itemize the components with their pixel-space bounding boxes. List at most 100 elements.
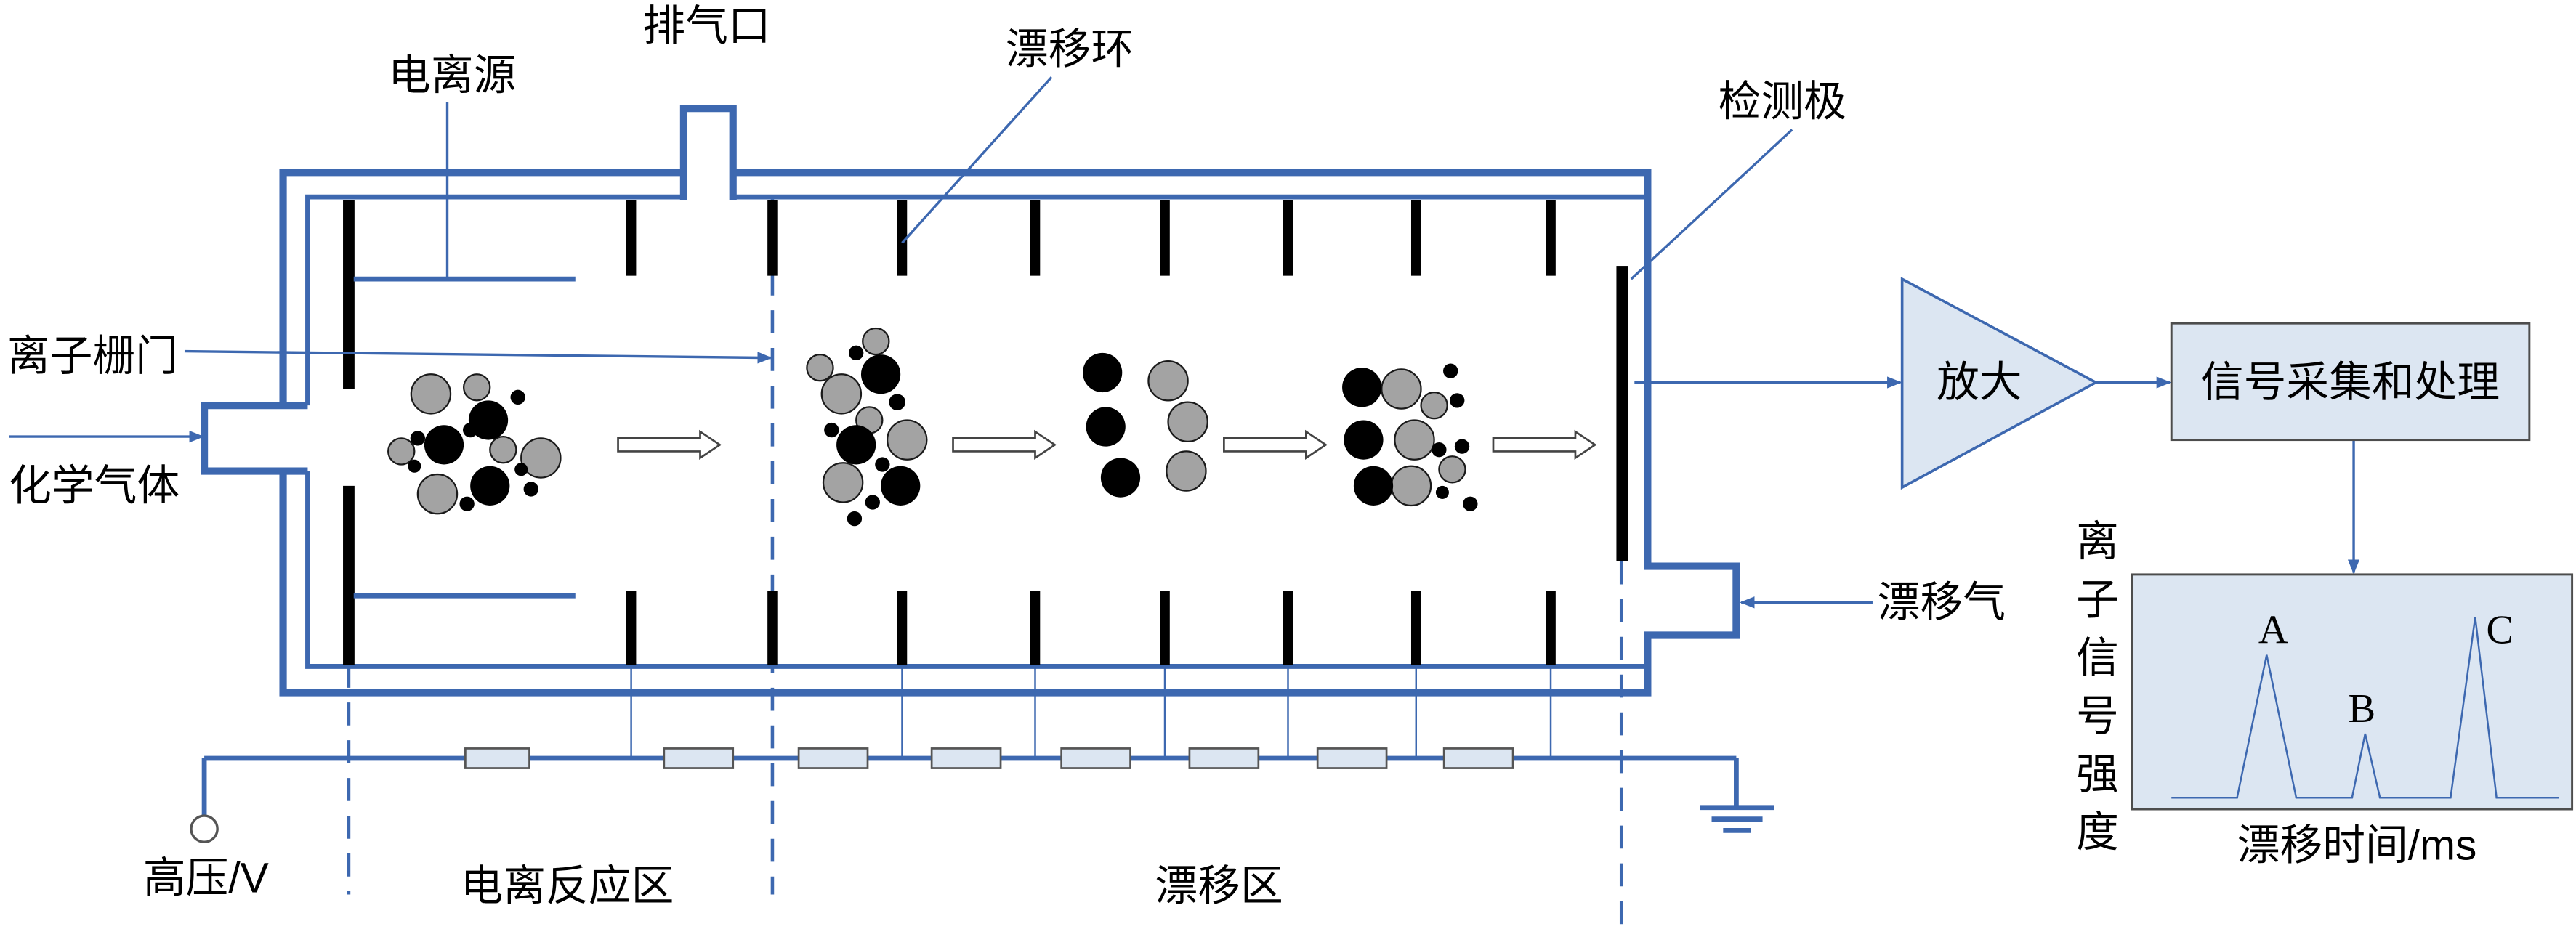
ion-black — [889, 394, 905, 410]
drift-ring-bottom — [626, 591, 637, 665]
peak-label-c: C — [2486, 608, 2514, 653]
drift-ring-bottom — [1030, 591, 1041, 665]
ion-cluster-after-gate — [806, 327, 928, 527]
detector-plate — [1616, 266, 1628, 561]
resistor — [464, 747, 530, 769]
housing-outer-wall — [279, 169, 1740, 697]
ion-black — [1432, 442, 1447, 458]
amplifier-label: 放大 — [1937, 359, 2022, 406]
ion-black — [1443, 363, 1458, 378]
ion-grey — [806, 353, 834, 382]
block-arrow-right-icon — [1223, 429, 1328, 460]
ion-black — [410, 431, 426, 446]
ion-grey — [886, 419, 928, 461]
resistor — [1060, 747, 1131, 769]
ion-source-electrode-top — [343, 200, 355, 389]
ion-black — [847, 511, 863, 527]
drift-rings — [626, 200, 1556, 665]
ion-grey — [820, 373, 863, 415]
block-arrow-right-icon — [952, 429, 1057, 460]
chemical-gas-label: 化学气体 — [9, 462, 179, 509]
signal-processing-box — [2170, 322, 2531, 442]
ion-black — [523, 482, 538, 497]
spectrum-box — [2131, 573, 2574, 811]
ion-grey — [862, 327, 890, 356]
resistor — [797, 747, 869, 769]
resistor — [663, 747, 735, 769]
drift-gas-label: 漂移气 — [1878, 579, 2006, 626]
ion-source — [343, 200, 576, 665]
resistor — [930, 747, 1002, 769]
resistor — [1442, 747, 1514, 769]
drift-ring-bottom — [1160, 591, 1170, 665]
ion-black — [1086, 407, 1126, 447]
ion-black — [1353, 466, 1394, 506]
detector-leader — [1630, 129, 1793, 280]
ion-source-label: 电离源 — [388, 52, 516, 99]
ionization-region-label: 电离反应区 — [461, 863, 674, 910]
ion-black — [468, 400, 509, 440]
ion-grey — [1167, 401, 1208, 442]
spectrum-y-label: 离子信号强度 — [2076, 518, 2119, 856]
ring-connections — [630, 666, 1552, 758]
ion-black — [424, 425, 464, 465]
ion-grey — [462, 373, 491, 402]
signal-processing-label: 信号采集和处理 — [2201, 359, 2500, 406]
ion-grey — [1166, 450, 1207, 492]
ion-black — [408, 459, 421, 473]
ion-grey — [520, 437, 562, 479]
ground-icon — [1700, 805, 1774, 833]
drift-ring-bottom — [1546, 591, 1556, 665]
ion-black — [1100, 458, 1141, 498]
drift-ring-label: 漂移环 — [1006, 25, 1134, 73]
exhaust-port-label: 排气口 — [642, 3, 770, 50]
drift-ring-top — [1160, 200, 1170, 276]
ion-cluster-reaction-region — [387, 373, 562, 515]
labels: 排气口 电离源 漂移环 检测极 离子栅门 化学气体 漂移气 高压/V 电离反应区… — [7, 3, 2500, 910]
ion-black — [459, 496, 475, 511]
ion-black — [1463, 496, 1478, 511]
ion-grey — [1147, 360, 1189, 402]
ion-cluster-near-detector — [1342, 363, 1478, 511]
drift-ring-bottom — [1410, 591, 1421, 665]
ion-black — [1450, 393, 1465, 408]
drift-ring-top — [767, 200, 778, 276]
drift-ring-top — [626, 200, 637, 276]
drift-ring-top — [1283, 200, 1293, 276]
ion-black — [1083, 352, 1123, 393]
block-arrow-right-icon — [1492, 429, 1597, 460]
ion-black — [824, 422, 839, 438]
drift-ring-top — [897, 200, 908, 276]
ion-black — [462, 422, 478, 438]
housing — [201, 105, 1740, 697]
exhaust-chimney — [679, 105, 737, 200]
detector-label: 检测极 — [1719, 78, 1846, 126]
ion-black — [881, 466, 921, 506]
ion-grey — [410, 373, 452, 415]
leaders-and-arrows — [9, 76, 2360, 609]
high-voltage-terminal — [190, 814, 219, 843]
ion-black — [1342, 368, 1382, 407]
ion-black — [865, 495, 880, 510]
drift-ring-leader — [901, 76, 1053, 244]
ion-black — [1454, 439, 1470, 454]
spectrum-panel: A B C 离子信号强度 漂移时间/ms — [2076, 518, 2574, 869]
ion-grey — [1394, 419, 1435, 461]
ion-black — [510, 389, 525, 405]
ion-black — [836, 425, 876, 465]
ion-grey — [387, 437, 416, 466]
peak-label-b: B — [2349, 686, 2376, 731]
amplifier — [1900, 277, 2099, 490]
resistor — [1316, 747, 1388, 769]
drift-ring-bottom — [767, 591, 778, 665]
resistor — [1188, 747, 1260, 769]
ion-cluster-separating — [1083, 352, 1208, 498]
drift-ring-bottom — [897, 591, 908, 665]
drift-ring-top — [1546, 200, 1556, 276]
region-boundaries — [347, 197, 1623, 929]
ion-black — [514, 463, 528, 476]
ion-grey — [822, 462, 864, 503]
ion-grey — [489, 435, 517, 464]
gas-inlet — [201, 402, 308, 475]
